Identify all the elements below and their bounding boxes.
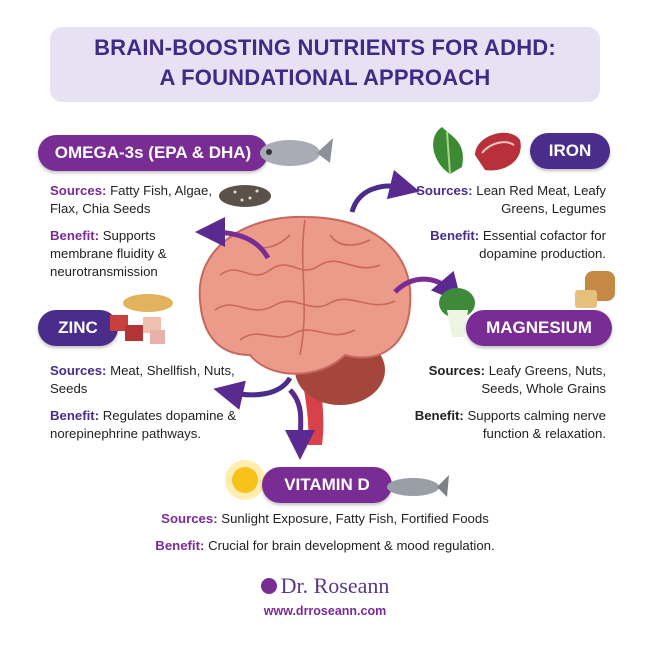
salmon-icon bbox=[387, 475, 449, 497]
zinc-pill: ZINC bbox=[38, 310, 118, 346]
bread-icon bbox=[575, 271, 615, 308]
omega-3-text: Sources: Fatty Fish, Algae, Flax, Chia S… bbox=[50, 183, 212, 279]
title-line-1: BRAIN-BOOSTING NUTRIENTS FOR ADHD: bbox=[94, 35, 556, 60]
chia-seeds-icon bbox=[219, 185, 271, 207]
brand-logo-icon bbox=[260, 578, 277, 594]
iron-text: Sources: Lean Red Meat, Leafy Greens, Le… bbox=[416, 183, 606, 261]
arrow-omega bbox=[195, 217, 271, 260]
title-line-2: A FOUNDATIONAL APPROACH bbox=[159, 65, 491, 90]
arrow-iron bbox=[349, 169, 420, 213]
brain-illustration bbox=[198, 215, 412, 445]
bok-choy-icon bbox=[439, 288, 475, 337]
vitamin-d-pill: VITAMIN D bbox=[262, 467, 392, 503]
fish-icon bbox=[260, 138, 333, 166]
arrow-zinc bbox=[213, 376, 293, 410]
footer-logo: Dr. Roseann bbox=[0, 573, 650, 599]
brand-name: Dr. Roseann bbox=[280, 573, 390, 598]
peanuts-icon bbox=[123, 294, 173, 312]
sun-icon bbox=[225, 460, 265, 500]
spinach-icon bbox=[433, 127, 463, 175]
magnesium-pill: MAGNESIUM bbox=[466, 310, 612, 346]
vitamin-d-text: Sources: Sunlight Exposure, Fatty Fish, … bbox=[155, 511, 495, 553]
title-banner: BRAIN-BOOSTING NUTRIENTS FOR ADHD: A FOU… bbox=[50, 27, 600, 102]
zinc-text: Sources: Meat, Shellfish, Nuts, Seeds Be… bbox=[50, 363, 237, 441]
magnesium-text: Sources: Leafy Greens, Nuts, Seeds, Whol… bbox=[414, 363, 606, 441]
website-url: www.drroseann.com bbox=[263, 604, 387, 618]
meat-cubes-icon bbox=[110, 315, 165, 344]
iron-pill: IRON bbox=[530, 133, 610, 169]
arrow-vitamin-d bbox=[285, 388, 316, 460]
arrow-magnesium bbox=[393, 270, 462, 304]
omega-3-pill: OMEGA-3s (EPA & DHA) bbox=[38, 135, 268, 171]
steak-icon bbox=[475, 132, 521, 171]
